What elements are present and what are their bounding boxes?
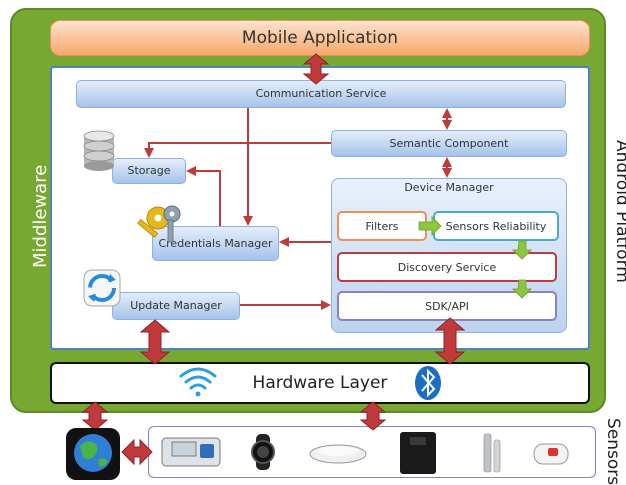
- mobile-application-box: Mobile Application: [50, 20, 590, 56]
- update-manager-box: Update Manager: [112, 292, 240, 320]
- discovery-to-sdk-arrow: [512, 279, 532, 299]
- globe-sensors-double-arrow: [121, 438, 153, 466]
- hardware-sensors-double-arrow: [359, 401, 387, 431]
- semantic-to-storage-arrow: [144, 142, 331, 158]
- globe-icon: [66, 428, 120, 480]
- wifi-icon: [179, 367, 217, 397]
- filters-to-reliability-arrow: [418, 216, 442, 236]
- sync-icon: [83, 269, 121, 307]
- weather-station-icon: [483, 433, 501, 473]
- semantic-component-box: Semantic Component: [331, 130, 567, 157]
- mobile-comm-double-arrow: [302, 53, 330, 85]
- reliability-to-discovery-arrow: [512, 240, 532, 260]
- filters-box: Filters: [337, 211, 427, 241]
- storage-box: Storage: [112, 158, 186, 184]
- smartwatch-icon: [251, 434, 275, 470]
- hardware-layer-box: Hardware Layer: [50, 362, 590, 404]
- keys-icon: [137, 205, 181, 243]
- database-icon: [83, 130, 115, 171]
- sdk-hardware-double-arrow: [434, 317, 466, 365]
- sleep-sensor-icon: [309, 444, 367, 464]
- pulse-oximeter-icon: [533, 443, 569, 465]
- communication-service-box: Communication Service: [76, 80, 566, 108]
- blood-pressure-monitor-icon: [161, 437, 221, 467]
- device-manager-title: Device Manager: [404, 181, 494, 194]
- sensors-reliability-box: Sensors Reliability: [433, 211, 559, 241]
- update-hardware-double-arrow: [139, 319, 171, 365]
- hardware-globe-double-arrow: [81, 401, 109, 431]
- sensors-container: [148, 426, 596, 478]
- smart-scale-icon: [400, 432, 436, 474]
- credentials-to-storage-arrow: [186, 166, 221, 226]
- bluetooth-icon: [415, 366, 441, 400]
